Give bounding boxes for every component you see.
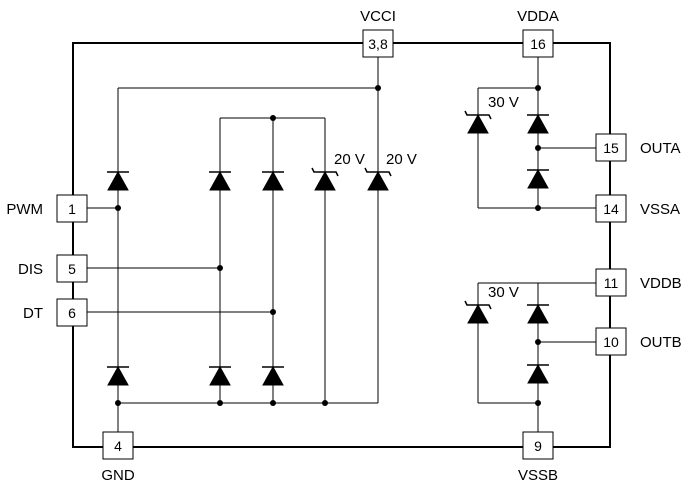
pin-label: GND <box>101 467 135 484</box>
pin-number: 15 <box>603 140 619 156</box>
pin-label: VSSB <box>518 467 558 484</box>
pin-number: 5 <box>68 261 76 277</box>
pin-outb: 10 OUTB <box>595 327 682 356</box>
zener-diode-1 <box>311 167 339 191</box>
diode-channel-b-lower <box>527 363 549 384</box>
zener-label-1: 20 V <box>334 151 365 168</box>
pin-label: DT <box>23 305 43 322</box>
zener-label-channel-a: 30 V <box>488 94 519 111</box>
diode-channel-a-lower <box>527 168 549 189</box>
pin-number: 3,8 <box>368 36 388 52</box>
zener-diode-channel-b <box>464 300 492 324</box>
pin-number: 1 <box>68 201 76 217</box>
diode-pwm-upper <box>107 170 129 191</box>
junction-dots <box>115 85 541 406</box>
zener-label-channel-b: 30 V <box>488 284 519 301</box>
package-outline <box>72 42 611 448</box>
zener-diode-2 <box>364 167 392 191</box>
pin-label: VDDA <box>517 8 559 25</box>
diode-dis-lower <box>209 365 231 386</box>
zener-label-2: 20 V <box>386 151 417 168</box>
pin-number: 14 <box>603 201 619 217</box>
pin-vdda: 16 VDDA <box>517 8 559 58</box>
pin-vssb: 9 VSSB <box>518 431 558 484</box>
pin-number: 11 <box>604 275 619 291</box>
diode-dt-lower <box>262 365 284 386</box>
pin-label: PWM <box>6 201 43 218</box>
pin-label: VCCI <box>360 8 396 25</box>
pin-vssa: 14 VSSA <box>595 194 680 223</box>
pin-dis: 5 DIS <box>18 254 88 283</box>
wiring <box>87 57 596 432</box>
pin-dt: 6 DT <box>23 298 88 327</box>
pin-number: 6 <box>68 305 76 321</box>
pin-number: 4 <box>114 438 122 454</box>
pin-label: VSSA <box>640 201 680 218</box>
diodes <box>107 110 549 386</box>
diode-dt-upper <box>262 170 284 191</box>
pin-pwm: 1 PWM <box>6 194 88 223</box>
pin-number: 16 <box>530 36 546 52</box>
pin-label: OUTA <box>640 140 681 157</box>
pin-number: 9 <box>534 438 542 454</box>
zener-diode-channel-a <box>464 110 492 134</box>
diode-dis-upper <box>209 170 231 191</box>
pin-label: VDDB <box>640 275 682 292</box>
pin-number: 10 <box>603 334 619 350</box>
pin-gnd: 4 GND <box>101 431 135 484</box>
pin-label: OUTB <box>640 334 682 351</box>
pin-vcci: 3,8 VCCI <box>360 8 396 58</box>
pin-label: DIS <box>18 261 43 278</box>
pin-vddb: 11 VDDB <box>595 268 682 297</box>
pin-outa: 15 OUTA <box>595 133 681 162</box>
diode-channel-b-upper <box>527 303 549 324</box>
diode-channel-a-upper <box>527 113 549 134</box>
diode-pwm-lower <box>107 365 129 386</box>
